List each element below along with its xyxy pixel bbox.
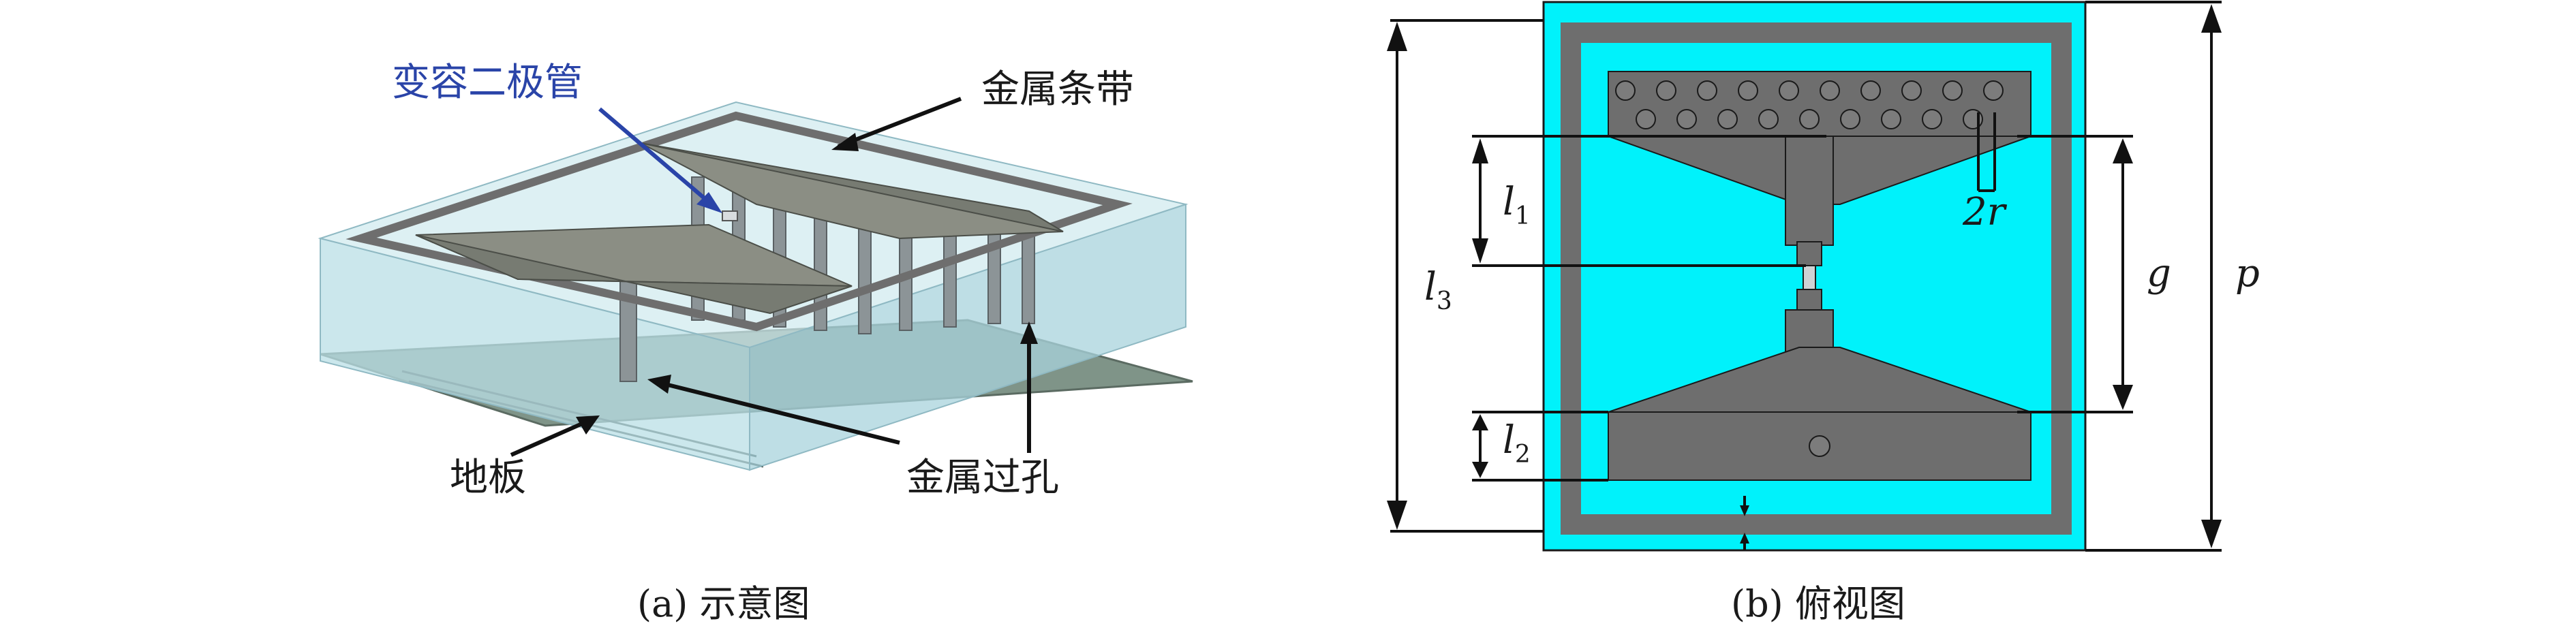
via-holes-top	[1615, 80, 2004, 129]
arrow-via-horizontal	[654, 379, 900, 445]
arrow-via-horizontal-head	[647, 375, 671, 394]
arrow-ground-head	[576, 415, 600, 435]
upper-patch	[1608, 71, 2031, 137]
dimension-lines	[1390, 1, 2222, 552]
metal-frame	[346, 111, 1133, 332]
label-varactor: 变容二极管	[392, 61, 583, 105]
label-p: p	[2235, 251, 2260, 296]
metal-taper-top	[640, 142, 1064, 240]
arrow-ground	[510, 417, 594, 457]
label-g: g	[2147, 251, 2171, 296]
arrow-metal-strip-head	[831, 133, 859, 151]
caption-b: (b) 俯视图	[1731, 582, 1905, 625]
label-via: 金属过孔	[906, 456, 1059, 500]
arrow-via-vertical-head	[1020, 321, 1038, 344]
dimension-arrowheads	[1387, 4, 2222, 548]
label-metal-strip: 金属条带	[981, 67, 1134, 112]
label-l3: l3	[1424, 265, 1452, 315]
lower-stem-tip	[1796, 289, 1822, 312]
panel-a-schematic: 变容二极管 金属条带 地板 金属过孔 (a) 示意图	[318, 61, 1193, 625]
via-hole-bottom	[1809, 435, 1830, 457]
panel-b-topview: l3 l1 l2 g p 2r (b) 俯视图	[1387, 1, 2260, 625]
arrow-varactor	[598, 107, 717, 210]
label-ground: 地板	[450, 456, 526, 500]
arrow-varactor-head	[696, 192, 722, 213]
substrate-box-top	[318, 101, 1189, 349]
varactor-top	[1803, 265, 1816, 290]
upper-stem-tip	[1796, 241, 1822, 266]
varactor-chip	[722, 210, 738, 221]
arrow-metal-strip	[837, 97, 962, 148]
label-l2: l2	[1503, 418, 1531, 469]
upper-stem	[1785, 136, 1834, 246]
caption-a: (a) 示意图	[637, 582, 810, 625]
label-2r: 2r	[1962, 190, 2008, 234]
metal-frame-top	[1561, 22, 2072, 535]
label-l1: l1	[1503, 180, 1531, 230]
metal-strip-bottom	[415, 234, 853, 315]
